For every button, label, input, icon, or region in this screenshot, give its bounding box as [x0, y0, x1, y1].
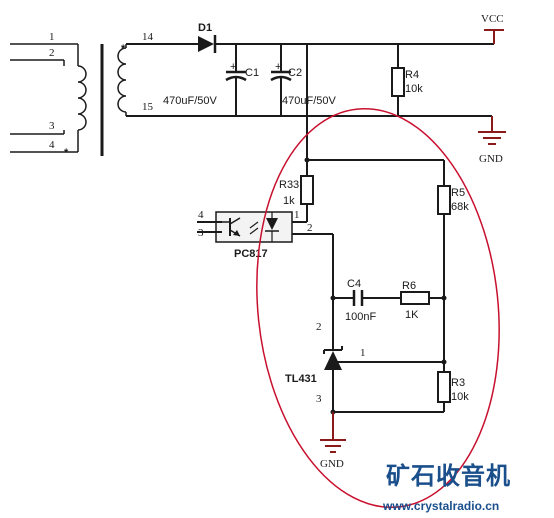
junction-dot [441, 359, 447, 365]
transformer: * * 1 2 3 4 14 15 [10, 31, 154, 159]
vcc-label: VCC [481, 13, 504, 25]
resistor-r3: R3 10k [437, 371, 469, 412]
junction-dot [304, 157, 310, 163]
light-arrow-icon [249, 221, 259, 229]
r5-value: 68k [451, 201, 469, 213]
pin-label: 15 [142, 101, 154, 113]
polarity-dot-icon: * [64, 147, 69, 159]
r5-label: R5 [451, 187, 465, 199]
pin-label: 4 [198, 209, 204, 221]
regulator-tl431: 2 1 3 TL431 [285, 321, 447, 412]
r3-value: 10k [451, 391, 469, 403]
polarity-dot-icon: * [121, 43, 126, 55]
r33-value: 1k [283, 195, 295, 207]
c1-label: C1 [245, 67, 259, 79]
resistor-r5: R5 68k [437, 160, 469, 372]
r6-value: 1K [405, 309, 419, 321]
pin-label: 1 [49, 31, 55, 43]
pin-label: 1 [360, 347, 366, 359]
resistor-r33: R33 1k [279, 175, 314, 222]
top-rail: D1 VCC [126, 13, 504, 53]
tl431-label: TL431 [285, 373, 317, 385]
secondary-winding [117, 47, 127, 113]
pin-label: 3 [198, 227, 204, 239]
return-rail: GND [126, 115, 506, 165]
capacitor-c2: + C2 470uF/50V [270, 44, 336, 116]
watermark: 矿石收音机 www.crystalradio.cn [382, 462, 511, 513]
r3-label: R3 [451, 377, 465, 389]
pin-label: 2 [307, 222, 313, 234]
d1-label: D1 [198, 22, 212, 34]
c4-value: 100nF [345, 311, 376, 323]
pin-label: 2 [49, 47, 55, 59]
pin-label: 1 [294, 209, 300, 221]
plus-icon: + [275, 61, 281, 73]
r4-value: 10k [405, 83, 423, 95]
r6-label: R6 [402, 280, 416, 292]
plus-icon: + [230, 61, 236, 73]
primary-winding [77, 65, 87, 131]
c4-label: C4 [347, 278, 361, 290]
pin-label: 3 [49, 120, 55, 132]
pin-label: 4 [49, 139, 55, 151]
junction-dot [441, 295, 447, 301]
c2-label: C2 [288, 67, 302, 79]
resistor-r6: R6 1K [400, 280, 447, 321]
optocoupler-pc817: 4 3 1 2 PC817 [197, 209, 333, 260]
gnd-top-label: GND [479, 153, 503, 165]
watermark-chinese: 矿石收音机 [386, 462, 511, 490]
c2-value: 470uF/50V [282, 95, 336, 107]
pc817-label: PC817 [234, 248, 268, 260]
pin-label: 14 [142, 31, 154, 43]
diode-d1-icon [198, 36, 214, 52]
led-icon [266, 218, 278, 230]
r4-label: R4 [405, 69, 419, 81]
c1-value: 470uF/50V [163, 95, 217, 107]
capacitor-c1: + C1 470uF/50V [163, 44, 259, 116]
pin-label: 2 [316, 321, 322, 333]
r33-label: R33 [279, 179, 299, 191]
watermark-url: www.crystalradio.cn [382, 499, 499, 513]
shunt-regulator-icon [324, 351, 342, 370]
capacitor-c4: C4 100nF [333, 278, 401, 323]
gnd-bottom-label: GND [320, 458, 344, 470]
highlight-ellipse [256, 107, 500, 509]
pin-label: 3 [316, 393, 322, 405]
resistor-r4: R4 10k [391, 44, 423, 116]
